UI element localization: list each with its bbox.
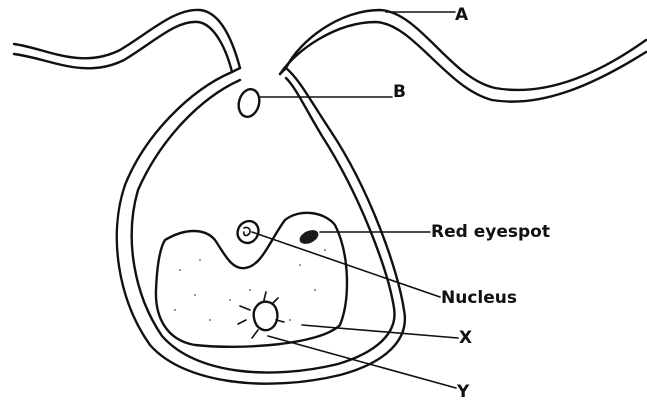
label-b: B [393, 82, 406, 102]
contractile-vacuole [236, 87, 263, 119]
cell-body [117, 68, 405, 384]
y-structure [238, 292, 284, 338]
flagellum-left [14, 10, 240, 72]
label-y: Y [456, 382, 470, 402]
leader-line-y [268, 336, 456, 388]
label-red-eyespot: Red eyespot [431, 222, 550, 242]
nucleus [238, 221, 259, 243]
stipple-dots [174, 234, 326, 321]
label-a: A [455, 5, 469, 25]
label-nucleus: Nucleus [441, 288, 517, 308]
red-eyespot [297, 227, 320, 246]
label-x: X [459, 328, 472, 348]
leader-line-x [302, 325, 458, 338]
